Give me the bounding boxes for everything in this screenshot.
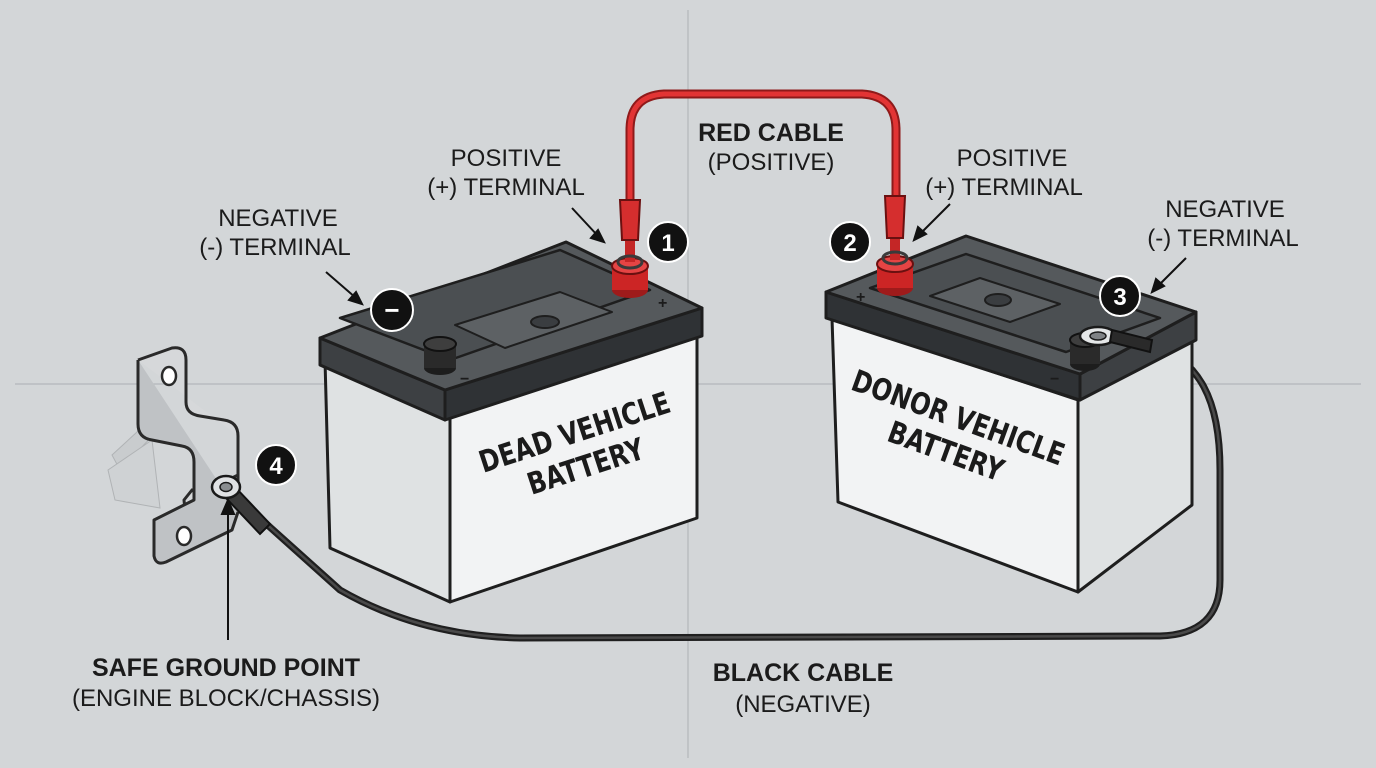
donor-minus-sign: −	[1050, 371, 1059, 388]
label-black-cable: BLACK CABLE (NEGATIVE)	[713, 659, 894, 718]
negative-marker: −	[370, 288, 414, 332]
step-marker-1: 1	[647, 221, 689, 263]
arrow-right-positive	[912, 203, 951, 242]
step-4-number: 4	[269, 453, 283, 480]
left-positive-line2: (+) TERMINAL	[427, 174, 585, 201]
step-1-number: 1	[661, 230, 674, 257]
donor-negative-post	[1069, 325, 1154, 371]
ground-clamp	[210, 474, 272, 536]
right-positive-line1: POSITIVE	[957, 145, 1068, 172]
label-ground: SAFE GROUND POINT (ENGINE BLOCK/CHASSIS)	[72, 654, 380, 712]
arrow-ground	[220, 497, 236, 640]
black-cable-line2: (NEGATIVE)	[735, 691, 871, 718]
red-cable-line1: RED CABLE	[698, 119, 844, 147]
step-marker-4: 4	[255, 444, 297, 486]
negative-marker-symbol: −	[384, 295, 399, 325]
dead-positive-post	[611, 199, 649, 298]
label-left-positive: POSITIVE (+) TERMINAL	[427, 145, 585, 201]
ground-line2: (ENGINE BLOCK/CHASSIS)	[72, 685, 380, 712]
ground-line1: SAFE GROUND POINT	[92, 654, 360, 682]
red-cable-line2: (POSITIVE)	[708, 149, 835, 176]
step-2-number: 2	[843, 230, 856, 257]
black-cable	[258, 339, 1224, 642]
dead-battery: + − DEAD VEHICLE BATTERY	[318, 199, 704, 604]
donor-plus-sign: +	[856, 289, 865, 306]
label-right-positive: POSITIVE (+) TERMINAL	[925, 145, 1083, 201]
left-positive-line1: POSITIVE	[451, 145, 562, 172]
right-positive-line2: (+) TERMINAL	[925, 174, 1083, 201]
right-negative-line2: (-) TERMINAL	[1147, 225, 1299, 252]
left-negative-line1: NEGATIVE	[218, 205, 338, 232]
label-right-negative: NEGATIVE (-) TERMINAL	[1147, 196, 1299, 252]
step-3-number: 3	[1113, 284, 1126, 311]
red-cable	[625, 89, 901, 245]
arrow-left-negative	[325, 271, 364, 306]
ground-bracket	[107, 346, 240, 565]
pointer-arrows	[220, 203, 1187, 640]
dead-minus-sign: −	[460, 371, 469, 388]
arrow-right-negative	[1150, 257, 1187, 294]
right-negative-line1: NEGATIVE	[1165, 196, 1285, 223]
label-left-negative: NEGATIVE (-) TERMINAL	[199, 205, 351, 261]
donor-battery: + − DONOR VEHICLE BATTERY	[824, 195, 1198, 594]
step-marker-2: 2	[829, 221, 871, 263]
dead-plus-sign: +	[658, 295, 667, 312]
left-negative-line2: (-) TERMINAL	[199, 234, 351, 261]
donor-positive-post	[876, 195, 914, 296]
arrow-left-positive	[571, 207, 606, 244]
step-marker-3: 3	[1099, 275, 1141, 317]
label-red-cable: RED CABLE (POSITIVE)	[698, 119, 844, 176]
dead-negative-post	[423, 336, 457, 375]
black-cable-line1: BLACK CABLE	[713, 659, 894, 687]
